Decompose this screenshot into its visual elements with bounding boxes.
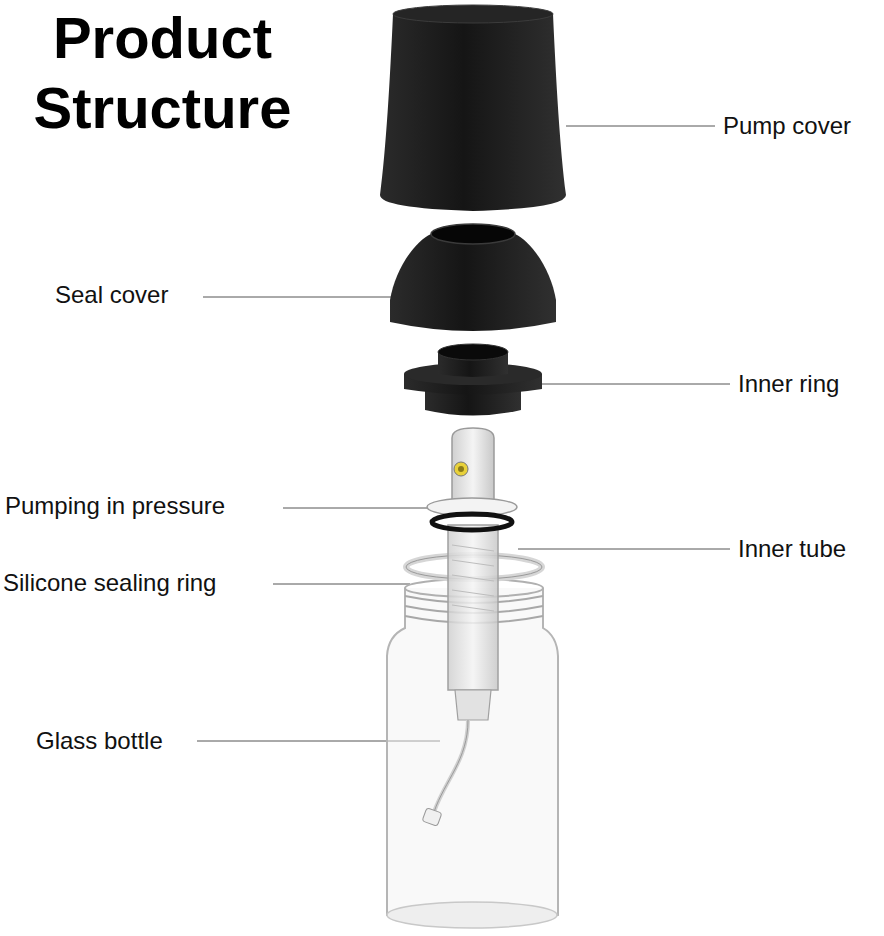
part-label: Pumping in pressure <box>5 492 225 520</box>
spring-coil <box>452 575 494 581</box>
spring-coil <box>452 545 494 551</box>
seal-cover <box>390 224 556 331</box>
pump-cover <box>380 5 566 211</box>
leader-lines <box>197 126 730 741</box>
o-ring <box>432 514 512 530</box>
tube-tip <box>455 690 491 720</box>
pump-mechanism <box>427 428 517 530</box>
seal-dome <box>390 234 556 331</box>
inner-ring <box>404 344 542 416</box>
part-label: Seal cover <box>55 281 168 309</box>
pump-stem <box>452 428 494 502</box>
part-label: Glass bottle <box>36 727 163 755</box>
part-label: Pump cover <box>723 112 851 140</box>
leader-line <box>273 584 410 585</box>
ring-opening <box>438 344 508 360</box>
cover-body <box>380 14 566 211</box>
nozzle-hole <box>458 466 464 472</box>
leader-line <box>566 126 715 127</box>
dip-tube <box>434 720 468 812</box>
part-label: Inner ring <box>738 370 839 398</box>
seal-opening <box>431 224 515 244</box>
spring-coil <box>452 590 494 596</box>
spray-nozzle <box>454 462 468 476</box>
spring-coil <box>452 605 494 611</box>
diagram-title: Product Structure <box>25 3 300 143</box>
leader-line <box>518 549 730 550</box>
part-label: Inner tube <box>738 535 846 563</box>
dip-tube-filter <box>422 808 442 827</box>
inner-tube <box>422 525 498 826</box>
bottle-base <box>387 902 557 928</box>
cover-top <box>393 5 553 23</box>
part-label: Silicone sealing ring <box>3 569 216 597</box>
leader-line <box>283 508 440 509</box>
tube-body <box>448 525 498 690</box>
dip-tube-edge <box>434 720 468 812</box>
spring-coil <box>452 560 494 566</box>
tube-spring <box>452 545 494 611</box>
